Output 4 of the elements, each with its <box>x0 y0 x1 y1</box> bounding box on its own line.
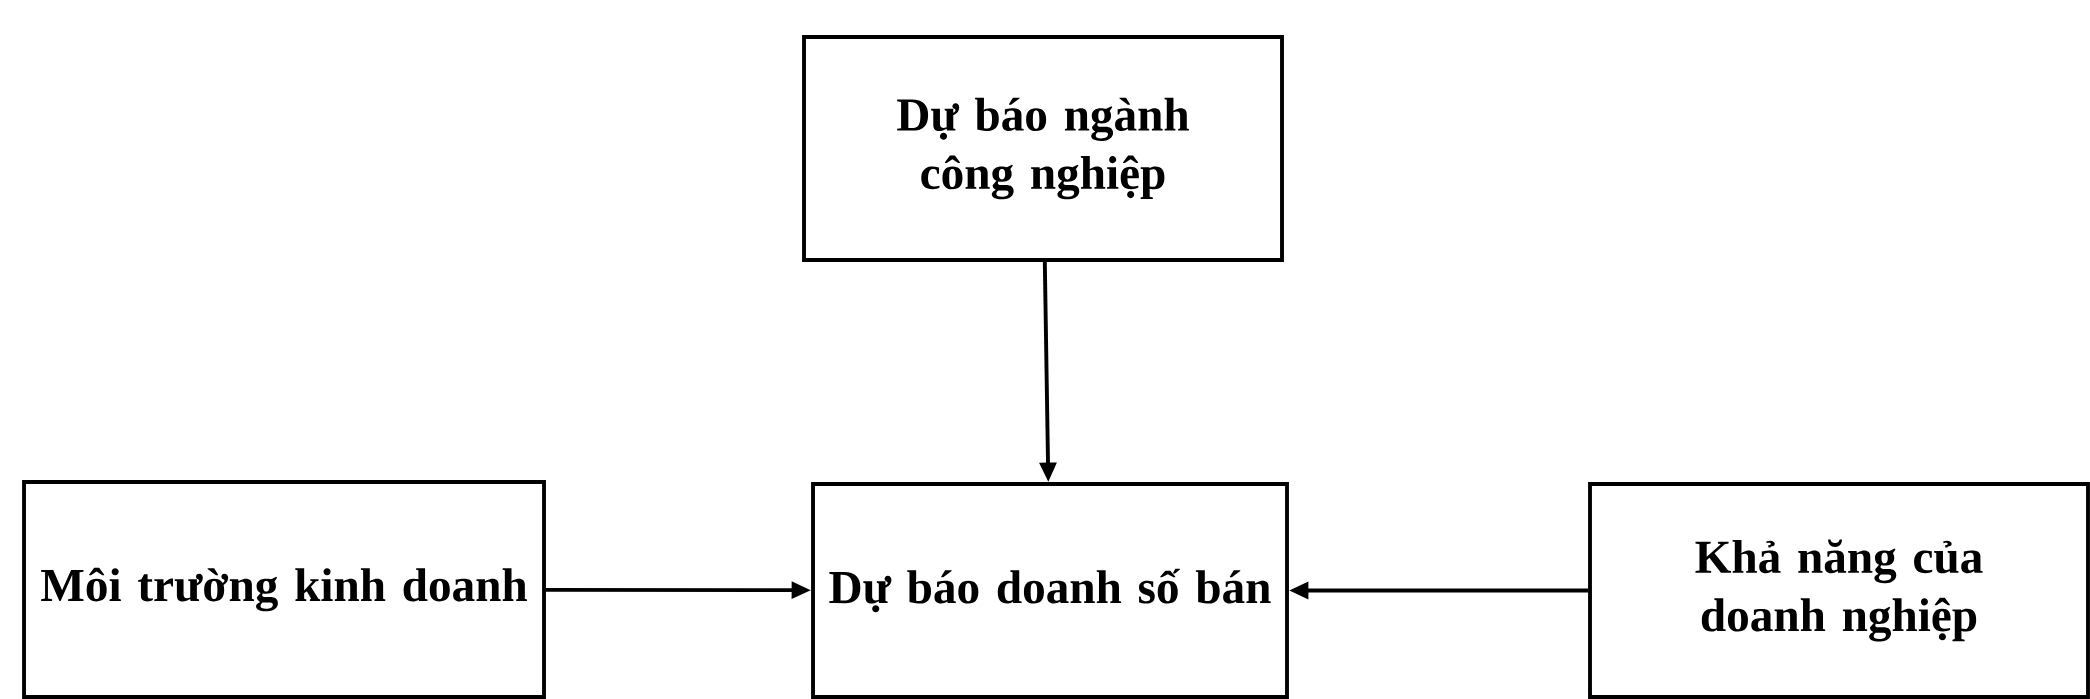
process-box: Môi trường kinh doanh <box>22 480 546 699</box>
process-box: Dự báo ngành công nghiệp <box>802 35 1284 262</box>
process-box: Khả năng của doanh nghiệp <box>1588 482 2090 699</box>
process-box: Dự báo doanh số bán <box>811 482 1289 699</box>
